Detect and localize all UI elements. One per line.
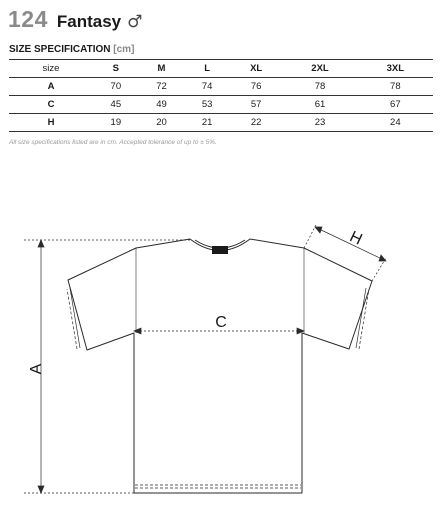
male-symbol-icon: ♂ [127, 12, 143, 32]
sleeve-hem [66, 288, 78, 350]
sleeve-hem [358, 288, 370, 350]
product-title: 124 Fantasy ♂ [8, 6, 142, 33]
table-cell: 57 [250, 99, 262, 110]
table-cell: 20 [156, 117, 167, 128]
dim-h-ext [371, 257, 387, 282]
header-l: L [204, 63, 211, 74]
product-name: Fantasy [56, 12, 122, 31]
table-cell: 53 [201, 99, 213, 110]
dim-h-label: H [347, 228, 365, 248]
arrow-down-icon [37, 485, 45, 494]
size-spec-heading: SIZE SPECIFICATION [cm] [9, 44, 134, 55]
sleeve-hem [69, 287, 81, 349]
header-s: S [112, 63, 119, 74]
row-label-a: A [47, 81, 55, 92]
table-cell: 72 [156, 81, 167, 92]
table-row: C 45 49 53 57 61 67 [9, 96, 433, 114]
header-2xl: 2XL [311, 63, 329, 74]
size-table: size S M L XL 2XL 3XL A 70 72 74 76 78 7… [9, 59, 433, 132]
product-code: 124 [8, 6, 48, 32]
arrow-left-icon [133, 327, 142, 335]
arrow-right-icon [296, 327, 305, 335]
table-cell: 23 [314, 117, 326, 128]
dim-h-line [316, 227, 385, 261]
table-cell: 74 [201, 81, 213, 92]
arrow-right-icon [378, 254, 387, 262]
table-cell: 21 [201, 117, 213, 128]
tshirt-outline [67, 238, 373, 494]
header-xl: XL [250, 63, 263, 74]
table-cell: 61 [314, 99, 326, 110]
header-size: size [42, 63, 60, 74]
tolerance-note: All size specifications listed are in cm… [9, 139, 217, 146]
header-m: M [157, 63, 166, 74]
table-cell: 22 [250, 117, 262, 128]
row-label-c: C [47, 99, 55, 110]
sleeve-hem [355, 287, 367, 349]
table-cell: 19 [110, 117, 122, 128]
table-cell: 78 [390, 81, 401, 92]
dim-h-ext [303, 224, 317, 249]
size-table-header: size S M L XL 2XL 3XL [9, 59, 433, 78]
dim-a-label: A [28, 363, 45, 374]
header-3xl: 3XL [386, 63, 405, 74]
size-spec-title: SIZE SPECIFICATION [9, 44, 111, 55]
table-cell: 49 [156, 99, 167, 110]
size-spec-unit: [cm] [113, 44, 135, 55]
table-cell: 76 [250, 81, 262, 92]
table-row: H 19 20 21 22 23 24 [9, 114, 433, 132]
table-cell: 24 [390, 117, 401, 128]
table-row: A 70 72 74 76 78 78 [9, 78, 433, 96]
table-cell: 78 [314, 81, 326, 92]
table-cell: 67 [390, 99, 401, 110]
neck-label [212, 246, 228, 254]
table-cell: 70 [110, 81, 122, 92]
arrow-up-icon [37, 239, 45, 248]
row-label-h: H [47, 117, 55, 128]
table-cell: 45 [110, 99, 122, 110]
arrow-left-icon [314, 226, 323, 234]
dim-c-label: C [215, 314, 227, 331]
